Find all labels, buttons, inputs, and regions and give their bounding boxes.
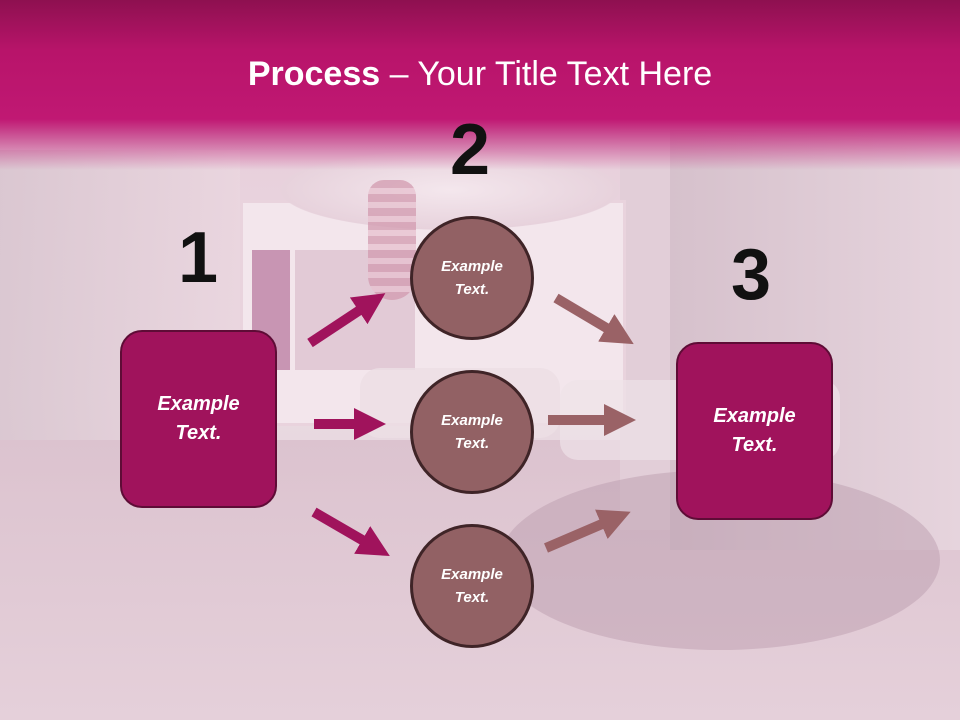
title-rest: – Your Title Text Here — [380, 55, 713, 93]
slide-title[interactable]: Process – Your Title Text Here — [0, 55, 960, 94]
arrow-to-circle-top — [307, 293, 386, 348]
circle-middle-text: Example Text. — [441, 412, 503, 452]
arrow-from-circle-top — [553, 293, 634, 345]
header-band — [0, 0, 960, 170]
step-number-3: 3 — [731, 235, 772, 315]
step-2-circle-top[interactable]: Example Text. — [410, 216, 534, 340]
step-2-circle-middle[interactable]: Example Text. — [410, 370, 534, 494]
step-1-box[interactable]: Example Text. — [120, 330, 277, 508]
arrow-to-circle-bot — [311, 507, 390, 557]
circle-bottom-text: Example Text. — [441, 566, 503, 606]
step-number-1: 1 — [178, 218, 219, 298]
chandelier-image — [368, 180, 416, 300]
step-number-2: 2 — [450, 110, 491, 190]
arrow-from-circle-bot — [544, 509, 631, 553]
circle-top-text: Example Text. — [441, 258, 503, 298]
step-1-text: Example Text. — [157, 393, 240, 444]
title-bold: Process — [247, 55, 381, 93]
step-3-text: Example Text. — [713, 405, 796, 456]
step-2-circle-bottom[interactable]: Example Text. — [410, 524, 534, 648]
step-3-box[interactable]: Example Text. — [676, 342, 833, 520]
